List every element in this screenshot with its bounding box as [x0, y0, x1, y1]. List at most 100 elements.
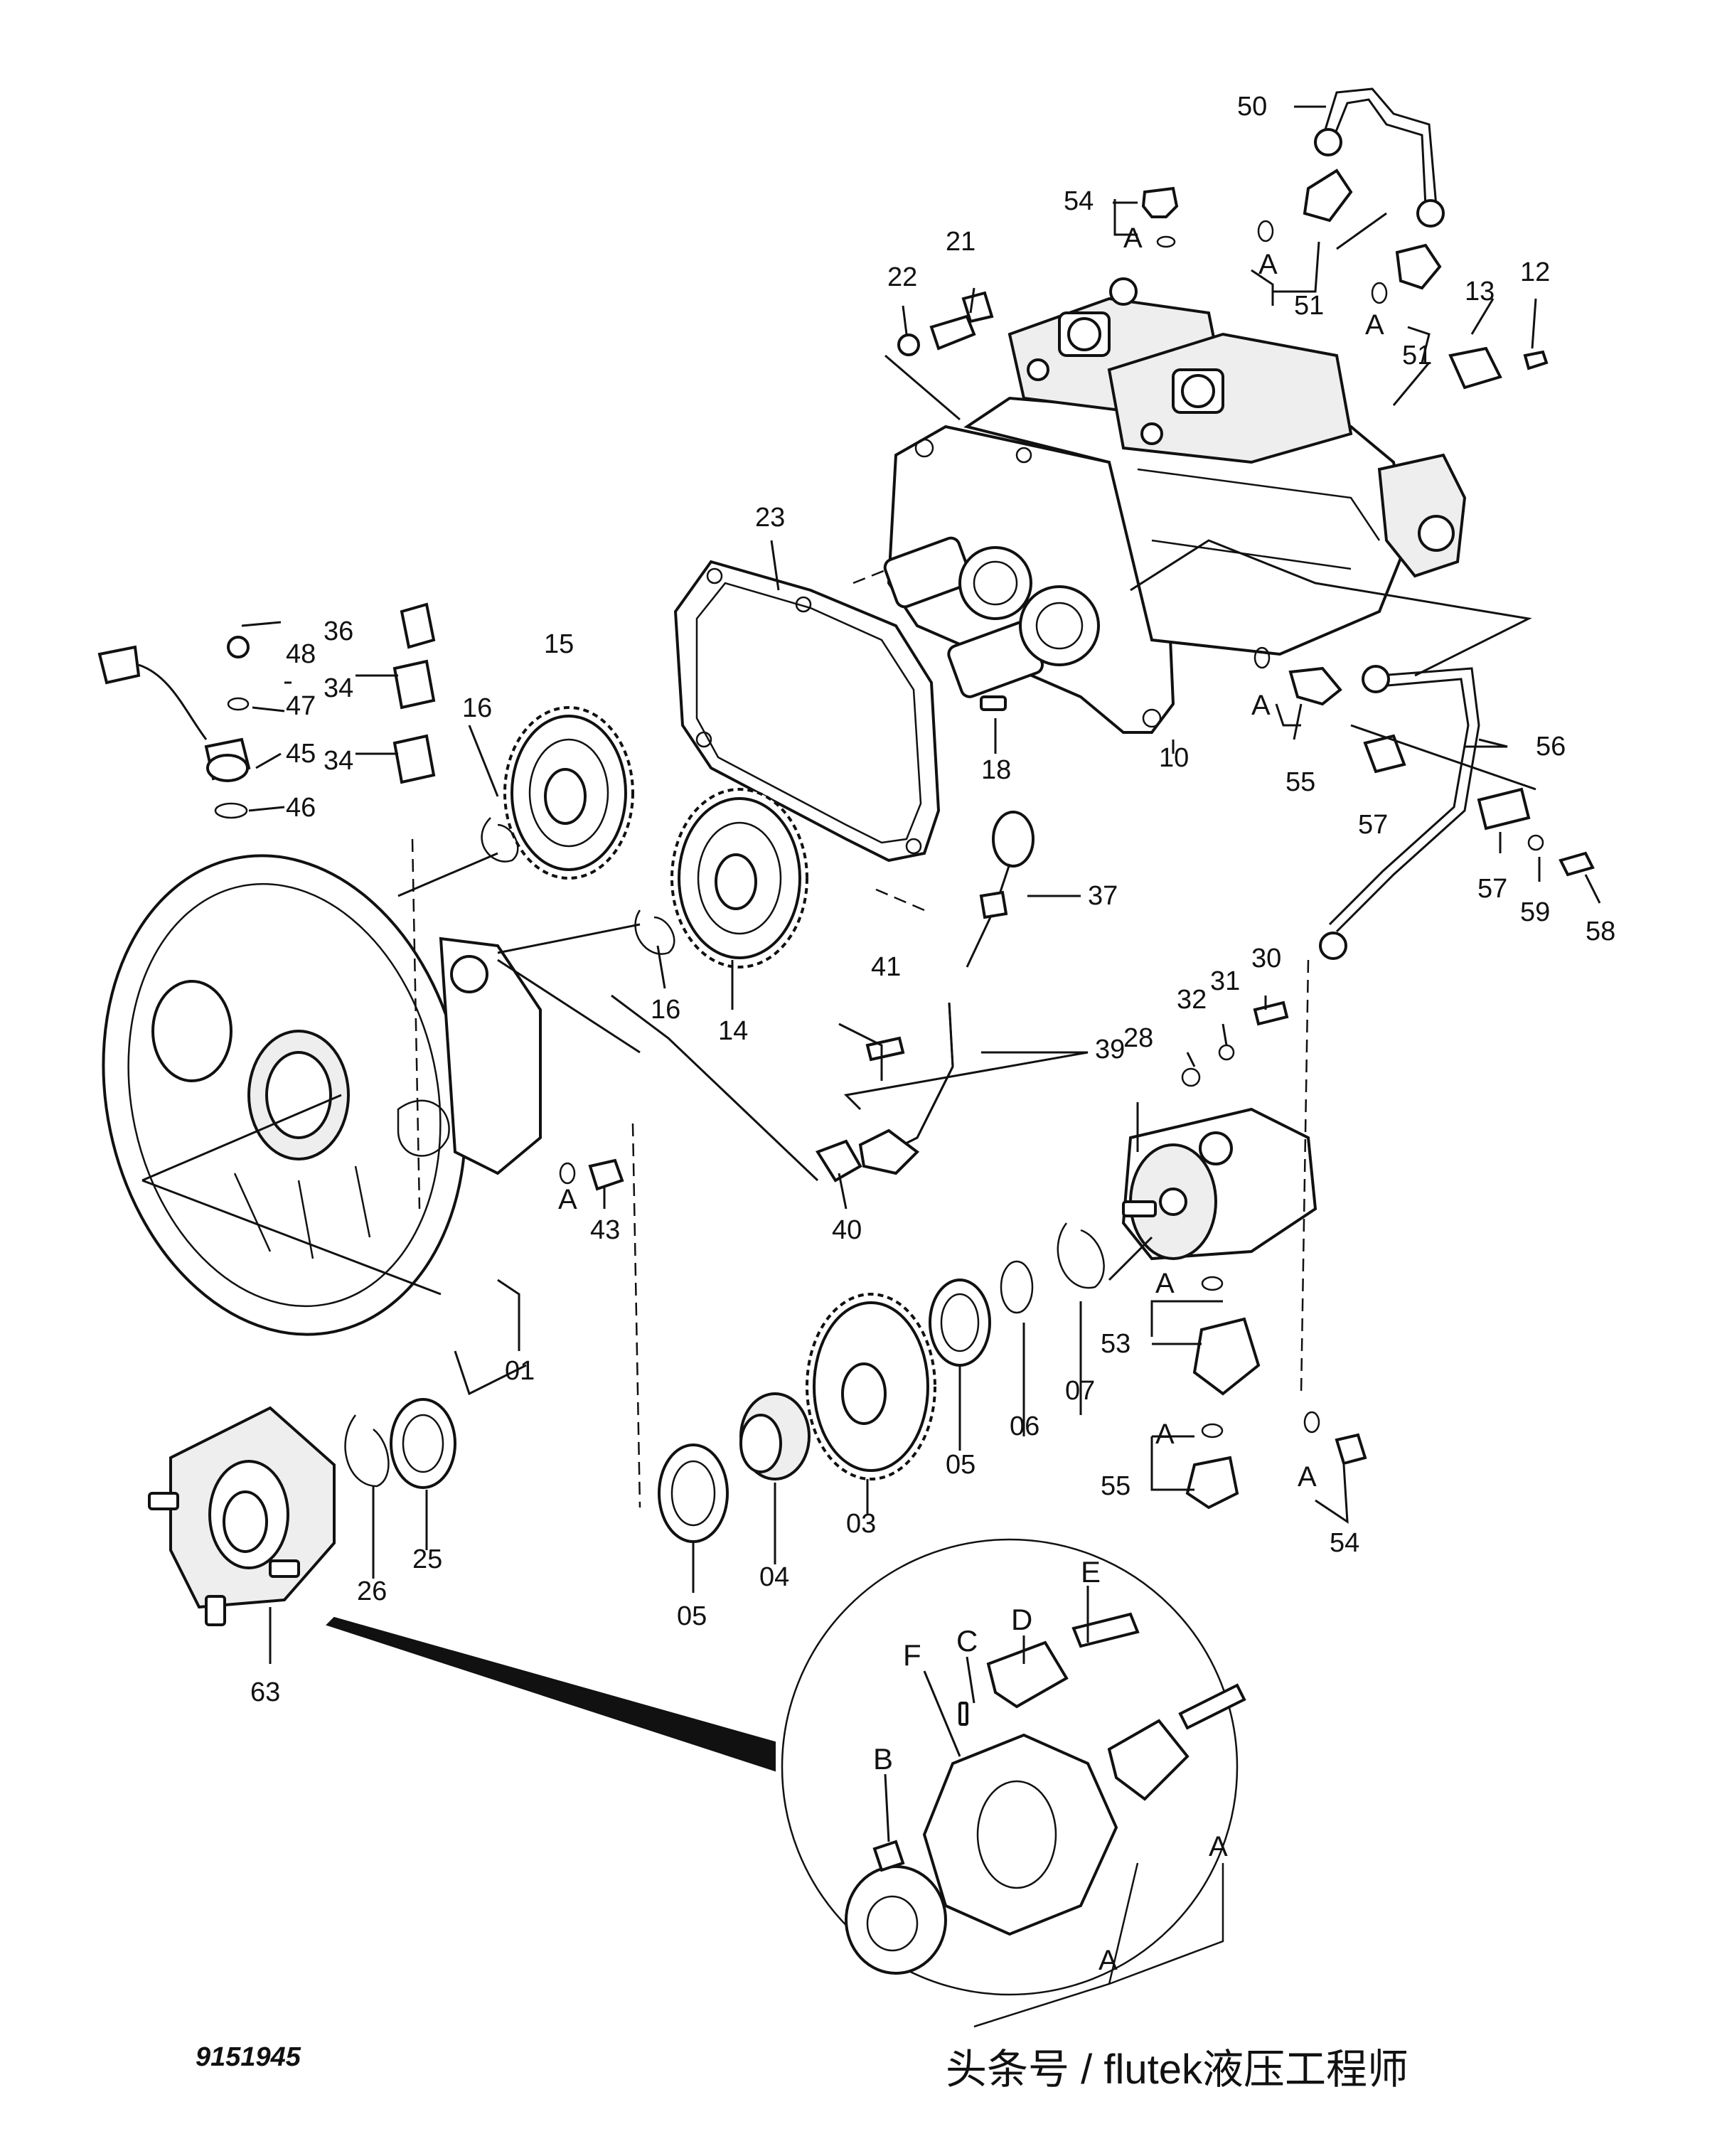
plate-13: [1448, 346, 1502, 390]
callout-34-a: 34: [324, 673, 353, 703]
callout-45: 45: [286, 739, 316, 769]
bearing-05-right: [929, 1279, 991, 1367]
callout-23: 23: [755, 503, 785, 533]
a-mark-8: A: [1298, 1461, 1317, 1493]
callout-57-b: 57: [1477, 874, 1507, 904]
pilot-tube-50: [1314, 87, 1445, 228]
callout-16-a: 16: [462, 693, 492, 723]
gear-03: [806, 1293, 936, 1480]
callout-56: 56: [1536, 732, 1566, 762]
callout-39: 39: [1095, 1035, 1125, 1064]
callout-40: 40: [832, 1215, 862, 1245]
a-mark-2: A: [1258, 249, 1278, 280]
sensor-45: [97, 636, 251, 819]
a-mark-7: A: [1155, 1419, 1175, 1450]
callout-36: 36: [324, 617, 353, 646]
callout-B: B: [873, 1742, 893, 1776]
a-mark-6: A: [1155, 1268, 1175, 1299]
callout-54-top: 54: [1064, 186, 1094, 216]
screw-30: [1253, 1000, 1289, 1026]
gasket-40: [816, 1139, 862, 1183]
callout-01: 01: [505, 1356, 535, 1386]
callout-25: 25: [412, 1544, 442, 1574]
callout-41: 41: [871, 952, 901, 982]
tee-fitting-53: [1192, 1317, 1261, 1396]
tube-56: [1319, 665, 1480, 960]
callout-22: 22: [887, 262, 917, 292]
seal-25: [390, 1398, 456, 1489]
callout-06: 06: [1010, 1411, 1039, 1441]
screw-12: [1523, 350, 1549, 370]
callout-59: 59: [1520, 897, 1550, 927]
bolt-58: [1559, 851, 1595, 877]
callout-47: 47: [286, 691, 316, 721]
callout-F: F: [903, 1638, 921, 1672]
bearing-05-left: [658, 1443, 729, 1543]
a-mark-5: A: [558, 1184, 577, 1215]
coupling-04: [739, 1392, 811, 1480]
callout-30: 30: [1251, 944, 1281, 973]
callout-E: E: [1081, 1555, 1101, 1589]
a-mark-1: A: [1123, 223, 1143, 254]
watermark: 头条号 / flutek液压工程师: [946, 2046, 1408, 2093]
snap-ring-16b: [634, 909, 675, 955]
callout-05-b: 05: [677, 1601, 707, 1631]
gear-15: [503, 706, 634, 880]
a-mark-3: A: [1365, 309, 1384, 341]
dipstick-37: [966, 811, 1035, 968]
elbow-55-top: [1288, 666, 1342, 706]
callout-15: 15: [544, 629, 574, 659]
callout-51-a: 51: [1294, 291, 1324, 321]
callout-55-top: 55: [1285, 767, 1315, 797]
plug-54-top: [1141, 186, 1179, 218]
a-mark-4: A: [1251, 690, 1271, 721]
drawing-number: 9151945: [196, 2042, 301, 2072]
a-mark-10: A: [1209, 1831, 1228, 1862]
fitting-55-lower: [1185, 1456, 1239, 1510]
gear-pump-28: [1121, 1107, 1317, 1261]
reference-a-marks: A A A A A A A A A A: [558, 223, 1384, 1976]
callout-12: 12: [1520, 257, 1550, 287]
clamp-57a: [1363, 734, 1406, 774]
callout-57-a: 57: [1358, 810, 1388, 840]
callout-34-b: 34: [324, 746, 353, 776]
callout-26: 26: [357, 1576, 387, 1606]
callout-53: 53: [1101, 1329, 1130, 1359]
output-shafts: [883, 536, 1100, 698]
callout-07: 07: [1065, 1376, 1095, 1406]
callout-32: 32: [1177, 985, 1207, 1015]
callout-21: 21: [946, 227, 975, 257]
callout-10: 10: [1159, 743, 1189, 773]
plug-43: [588, 1158, 624, 1191]
callout-28: 28: [1123, 1023, 1153, 1053]
detail-callout-circle: [326, 1538, 1246, 2028]
guide-tube-39: [858, 1002, 954, 1175]
callout-18: 18: [981, 755, 1011, 785]
gear-14: [670, 788, 808, 968]
callout-51-b: 51: [1402, 341, 1432, 370]
bolt-21: [897, 291, 994, 356]
callout-04: 04: [759, 1562, 789, 1592]
callout-55-bottom: 55: [1101, 1471, 1130, 1501]
gasket-23: [673, 560, 941, 863]
a-mark-9: A: [1098, 1945, 1118, 1976]
callout-58: 58: [1586, 917, 1615, 946]
snap-ring-26: [344, 1414, 390, 1488]
callout-43: 43: [590, 1215, 620, 1245]
callout-54-bottom: 54: [1330, 1528, 1359, 1558]
callout-37: 37: [1088, 881, 1118, 911]
callout-16-b: 16: [651, 995, 680, 1025]
coupling-63: [148, 1406, 336, 1626]
fittings-34-36: [392, 602, 436, 784]
callout-14: 14: [718, 1016, 748, 1046]
callout-03: 03: [846, 1509, 876, 1539]
callout-50: 50: [1237, 92, 1267, 122]
elbow-fitting-51b: [1395, 243, 1442, 290]
plug-54-lower: [1335, 1433, 1367, 1466]
snap-ring-07: [1057, 1222, 1105, 1289]
main-pump-assembly: [883, 277, 1467, 734]
callout-13: 13: [1465, 277, 1495, 306]
elbow-fitting-51a: [1303, 169, 1353, 223]
snap-ring-16a: [481, 817, 519, 863]
